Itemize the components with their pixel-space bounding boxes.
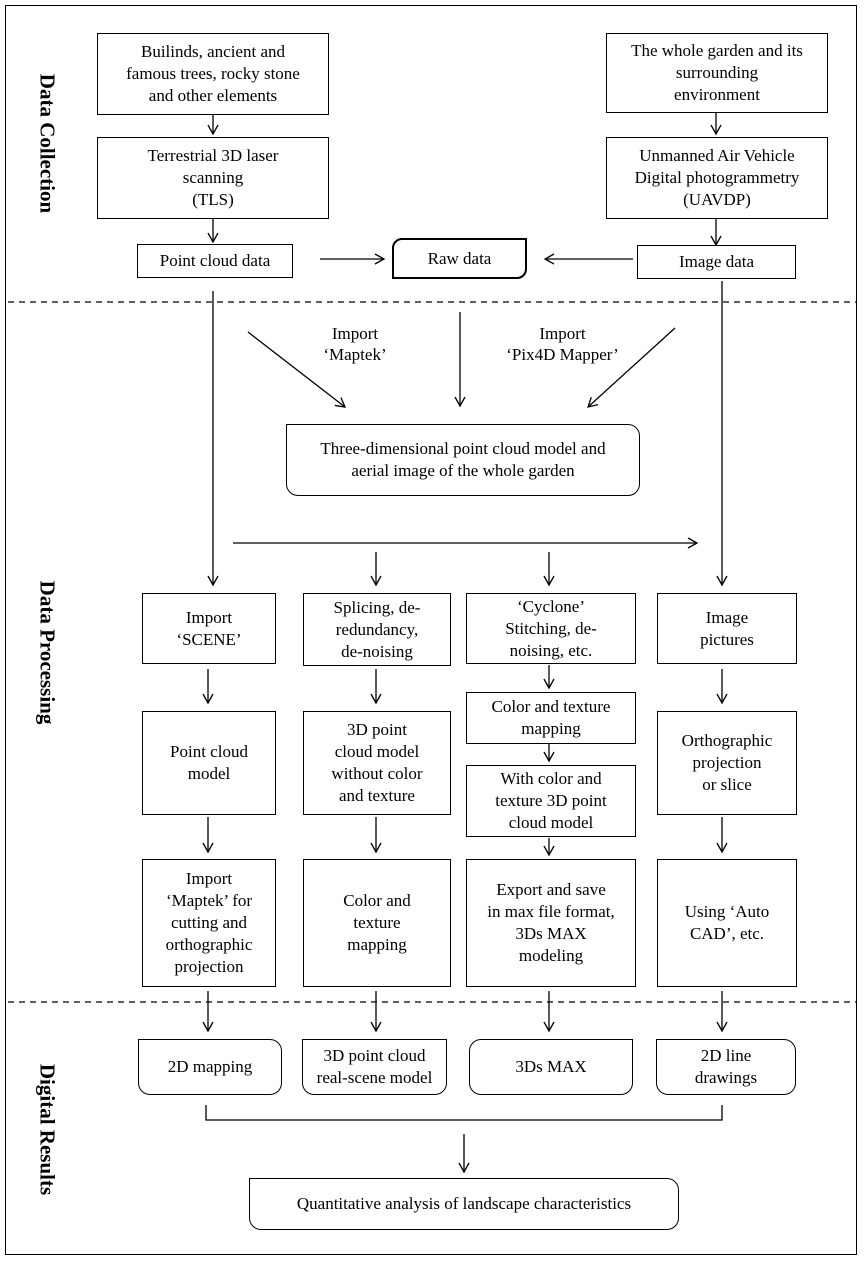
col4-autocad-box: Using ‘Auto CAD’, etc.	[657, 859, 797, 987]
image-data-box: Image data	[637, 245, 796, 279]
col3-with-color-box: With color and texture 3D point cloud mo…	[466, 765, 636, 837]
tls-text: Terrestrial 3D laser scanning (TLS)	[147, 146, 279, 209]
col1-import-scene-text: Import ‘SCENE’	[176, 607, 242, 649]
point-cloud-data-text: Point cloud data	[159, 251, 271, 270]
col2-splicing-text: Splicing, de- redundancy, de-noising	[333, 597, 421, 661]
result-2d-mapping-text: 2D mapping	[167, 1057, 253, 1076]
diagram-frame	[5, 5, 857, 1255]
col2-3d-no-color-text: 3D point cloud model without color and t…	[331, 720, 423, 805]
col3-export-text: Export and save in max file format, 3Ds …	[487, 880, 615, 965]
col4-image-pictures-box: Image pictures	[657, 593, 797, 664]
source-garden-box: The whole garden and its surrounding env…	[606, 33, 828, 113]
model-3d-box: Three-dimensional point cloud model and …	[286, 424, 640, 496]
section-data-collection: Data Collection	[35, 73, 60, 214]
source-garden-text: The whole garden and its surrounding env…	[631, 41, 803, 104]
final-analysis-box: Quantitative analysis of landscape chara…	[249, 1178, 679, 1230]
col2-3d-no-color-box: 3D point cloud model without color and t…	[303, 711, 451, 815]
result-3d-realscene-box: 3D point cloud real-scene model	[302, 1039, 447, 1095]
result-2d-line-box: 2D line drawings	[656, 1039, 796, 1095]
arrow-maptek-model	[247, 331, 347, 408]
col3-with-color-text: With color and texture 3D point cloud mo…	[495, 769, 607, 832]
uavdp-text: Unmanned Air Vehicle Digital photogramme…	[634, 146, 800, 209]
model-3d-text: Three-dimensional point cloud model and …	[320, 439, 606, 480]
col4-image-pictures-text: Image pictures	[700, 607, 754, 649]
result-3dsmax-text: 3Ds MAX	[515, 1057, 587, 1076]
image-data-text: Image data	[678, 252, 755, 271]
col3-export-box: Export and save in max file format, 3Ds …	[466, 859, 636, 987]
section-data-processing: Data Processing	[35, 580, 60, 725]
col1-maptek-cutting-box: Import ‘Maptek’ for cutting and orthogra…	[142, 859, 276, 987]
result-2d-mapping-box: 2D mapping	[138, 1039, 282, 1095]
col3-cyclone-box: ‘Cyclone’ Stitching, de- noising, etc.	[466, 593, 636, 664]
col3-color-texture-box: Color and texture mapping	[466, 692, 636, 744]
result-3dsmax-box: 3Ds MAX	[469, 1039, 633, 1095]
final-analysis-text: Quantitative analysis of landscape chara…	[296, 1194, 632, 1213]
point-cloud-data-box: Point cloud data	[137, 244, 293, 278]
results-bracket	[205, 1105, 723, 1121]
col4-orthographic-text: Orthographic projection or slice	[681, 731, 773, 794]
col3-color-texture-text: Color and texture mapping	[491, 697, 611, 738]
uavdp-box: Unmanned Air Vehicle Digital photogramme…	[606, 137, 828, 219]
col1-maptek-cutting-text: Import ‘Maptek’ for cutting and orthogra…	[165, 869, 253, 976]
source-elements-text: Builinds, ancient and famous trees, rock…	[126, 42, 300, 105]
tls-box: Terrestrial 3D laser scanning (TLS)	[97, 137, 329, 219]
col1-point-cloud-model-text: Point cloud model	[170, 742, 248, 783]
section-digital-results: Digital Results	[35, 1063, 60, 1196]
import-pix4d-label: Import ‘Pix4D Mapper’	[506, 324, 619, 364]
col2-splicing-box: Splicing, de- redundancy, de-noising	[303, 593, 451, 666]
import-maptek-label: Import ‘Maptek’	[323, 324, 387, 364]
col4-orthographic-box: Orthographic projection or slice	[657, 711, 797, 815]
col1-import-scene-box: Import ‘SCENE’	[142, 593, 276, 664]
result-2d-line-text: 2D line drawings	[694, 1046, 758, 1087]
result-3d-realscene-text: 3D point cloud real-scene model	[316, 1046, 433, 1087]
col4-autocad-text: Using ‘Auto CAD’, etc.	[684, 902, 770, 943]
raw-data-text: Raw data	[427, 248, 492, 268]
source-elements-box: Builinds, ancient and famous trees, rock…	[97, 33, 329, 115]
raw-data-box: Raw data	[392, 238, 527, 279]
col2-color-texture-box: Color and texture mapping	[303, 859, 451, 987]
arrow-pix4d-model	[587, 327, 676, 408]
col2-color-texture-text: Color and texture mapping	[343, 891, 411, 954]
col1-point-cloud-model-box: Point cloud model	[142, 711, 276, 815]
col3-cyclone-text: ‘Cyclone’ Stitching, de- noising, etc.	[505, 596, 597, 660]
